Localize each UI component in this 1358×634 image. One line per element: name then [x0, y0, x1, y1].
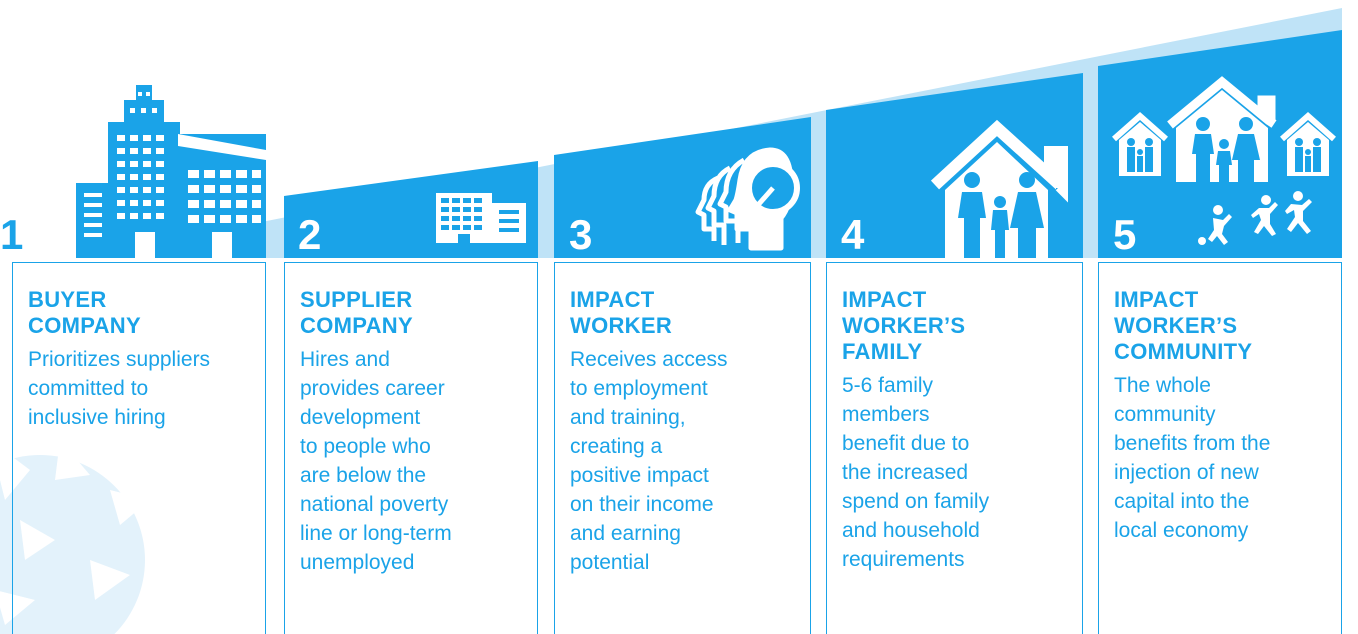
- description-line: inclusive hiring: [28, 406, 166, 429]
- step-number-2: 2: [298, 211, 322, 258]
- step-number-4: 4: [841, 211, 865, 258]
- stage-description: Receives access to employment and traini…: [570, 345, 798, 577]
- stage-title-line: WORKER’S: [1114, 313, 1238, 338]
- step-number-3: 3: [569, 211, 593, 258]
- description-line: unemployed: [300, 551, 415, 574]
- children-playing-icon: [1198, 191, 1312, 245]
- community-houses-icon: [1112, 76, 1336, 245]
- description-line: local economy: [1114, 519, 1249, 542]
- description-line: creating a: [570, 435, 663, 458]
- stage-description: Hires and provides career development to…: [300, 345, 525, 577]
- stage-title: IMPACT WORKER’S COMMUNITY: [1114, 287, 1329, 365]
- stage-title-line: IMPACT: [1114, 287, 1199, 312]
- stage-title-line: WORKER: [570, 313, 673, 338]
- description-line: and household: [842, 519, 980, 542]
- description-line: potential: [570, 551, 650, 574]
- description-line: and earning: [570, 522, 681, 545]
- stage-card-supplier-company: SUPPLIER COMPANY Hires and provides care…: [284, 262, 538, 634]
- step-number-5: 5: [1113, 211, 1137, 258]
- stage-card-buyer-company: BUYER COMPANY Prioritizes suppliers comm…: [12, 262, 266, 634]
- burst-decoration-icon: [0, 440, 150, 634]
- family-house-icon: [930, 119, 1068, 258]
- worker-headset-icon: [695, 147, 800, 251]
- description-line: 5-6 family: [842, 374, 934, 397]
- description-line: the increased: [842, 461, 969, 484]
- description-line: and training,: [570, 406, 686, 429]
- stage-card-impact-workers-family: IMPACT WORKER’S FAMILY 5-6 family member…: [826, 262, 1083, 634]
- description-line: provides career: [300, 377, 445, 400]
- stage-title-line: FAMILY: [842, 339, 923, 364]
- description-line: to people who: [300, 435, 431, 458]
- description-line: on their income: [570, 493, 714, 516]
- description-line: benefits from the: [1114, 432, 1271, 455]
- step-number-1: 1: [0, 211, 24, 258]
- stage-title-line: COMPANY: [300, 313, 413, 338]
- description-line: positive impact: [570, 464, 709, 487]
- stage-title: BUYER COMPANY: [28, 287, 253, 339]
- description-line: The whole: [1114, 374, 1211, 397]
- description-line: spend on family: [842, 490, 990, 513]
- stage-title: IMPACT WORKER’S FAMILY: [842, 287, 1070, 365]
- stage-title-line: COMMUNITY: [1114, 339, 1253, 364]
- stage-description: 5-6 family members benefit due to the in…: [842, 371, 1070, 574]
- description-line: Receives access: [570, 348, 728, 371]
- stage-title: IMPACT WORKER: [570, 287, 798, 339]
- tower-windows: [117, 135, 261, 258]
- stage-title: SUPPLIER COMPANY: [300, 287, 525, 339]
- office-buildings-icon: [76, 85, 266, 258]
- building-icon: [436, 193, 526, 243]
- description-line: members: [842, 403, 930, 426]
- description-line: development: [300, 406, 421, 429]
- description-line: benefit due to: [842, 432, 970, 455]
- description-line: injection of new: [1114, 461, 1259, 484]
- stage-title-line: IMPACT: [842, 287, 927, 312]
- description-line: requirements: [842, 548, 965, 571]
- description-line: line or long-term: [300, 522, 452, 545]
- stage-title-line: WORKER’S: [842, 313, 966, 338]
- stage-card-impact-worker: IMPACT WORKER Receives access to employm…: [554, 262, 811, 634]
- stage-title-line: COMPANY: [28, 313, 141, 338]
- stage-description: The whole community benefits from the in…: [1114, 371, 1329, 545]
- description-line: capital into the: [1114, 490, 1250, 513]
- description-line: are below the: [300, 464, 427, 487]
- stage-title-line: SUPPLIER: [300, 287, 413, 312]
- stage-description: Prioritizes suppliers committed to inclu…: [28, 345, 253, 432]
- stage-title-line: BUYER: [28, 287, 107, 312]
- description-line: Hires and: [300, 348, 390, 371]
- description-line: to employment: [570, 377, 708, 400]
- description-line: committed to: [28, 377, 149, 400]
- description-line: community: [1114, 403, 1216, 426]
- description-line: national poverty: [300, 493, 449, 516]
- description-line: Prioritizes suppliers: [28, 348, 211, 371]
- stage-card-impact-workers-community: IMPACT WORKER’S COMMUNITY The whole comm…: [1098, 262, 1342, 634]
- stage-title-line: IMPACT: [570, 287, 655, 312]
